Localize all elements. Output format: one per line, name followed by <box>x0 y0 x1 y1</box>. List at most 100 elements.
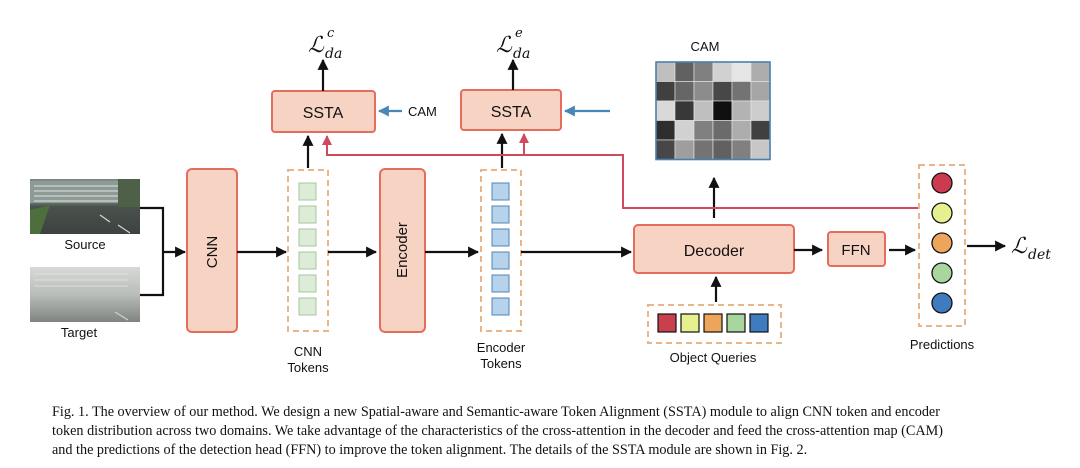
cnn-tokens-label-line2: Tokens <box>287 360 329 375</box>
cam-cell <box>693 120 714 141</box>
prediction <box>931 232 953 254</box>
cam-cell <box>731 120 752 141</box>
cnn-token <box>298 228 317 247</box>
encoder-token <box>491 274 510 293</box>
caption-line-2: token distribution across two domains. W… <box>52 423 943 439</box>
figure-caption: Fig. 1. The overview of our method. We d… <box>52 403 1052 460</box>
cam-cell <box>731 61 752 82</box>
enc-loss-sub: da <box>513 46 530 62</box>
ssta-encoder-module: SSTA <box>460 89 562 131</box>
cam-cell <box>731 139 752 160</box>
cam-cell <box>693 139 714 160</box>
cam-cell <box>674 120 695 141</box>
ffn-label: FFN <box>841 242 870 259</box>
cnn-token <box>298 297 317 316</box>
cam-cell <box>655 100 676 121</box>
cam-cell <box>655 61 676 82</box>
enc-loss-sup: e <box>515 26 523 41</box>
cnn-domain-loss: ℒ da c <box>308 26 342 62</box>
cam-cell <box>731 81 752 102</box>
encoder-tokens-label-line1: Encoder <box>477 340 526 355</box>
cam-cell <box>712 120 733 141</box>
cam-cell <box>655 81 676 102</box>
cam-cell <box>655 139 676 160</box>
cam-cell <box>674 61 695 82</box>
cam-cell <box>712 139 733 160</box>
caption-line-1: Fig. 1. The overview of our method. We d… <box>52 404 940 420</box>
cam-cell <box>750 61 771 82</box>
cam-cell <box>693 61 714 82</box>
cam-cell <box>655 120 676 141</box>
target-label: Target <box>61 325 98 340</box>
cnn-token <box>298 205 317 224</box>
detection-loss: ℒ det <box>1011 234 1051 263</box>
predictions-feedback-line <box>322 133 918 209</box>
cam-cell <box>712 100 733 121</box>
cam-cell <box>693 100 714 121</box>
cnn-tokens-label-line1: CNN <box>294 344 322 359</box>
prediction <box>931 172 953 194</box>
cam-side-label: CAM <box>408 104 437 119</box>
cam-cell <box>674 139 695 160</box>
cam-cell <box>674 100 695 121</box>
cam-cell <box>750 81 771 102</box>
cnn-token <box>298 274 317 293</box>
object-query <box>749 313 769 333</box>
predictions <box>918 164 966 327</box>
cam-cell <box>750 139 771 160</box>
cnn-token <box>298 251 317 270</box>
ssta-cnn-module: SSTA <box>271 90 376 133</box>
prediction <box>931 292 953 314</box>
encoder-tokens <box>480 169 522 332</box>
cnn-module: CNN <box>186 168 238 333</box>
cam-cell <box>750 120 771 141</box>
prediction <box>931 202 953 224</box>
cam-cell <box>731 100 752 121</box>
ssta-cnn-label: SSTA <box>303 105 344 122</box>
source-image <box>30 179 140 234</box>
encoder-token <box>491 205 510 224</box>
prediction <box>931 262 953 284</box>
method-overview-diagram: Source Target CNN CNN Tokens Encoder Enc… <box>30 26 1051 375</box>
cnn-loss-sub: da <box>325 46 342 62</box>
encoder-token <box>491 228 510 247</box>
cam-heatmap <box>655 61 771 161</box>
cnn-tokens <box>287 169 329 332</box>
caption-line-3: and the predictions of the detection hea… <box>52 442 808 458</box>
cnn-token <box>298 182 317 201</box>
cam-cell <box>750 100 771 121</box>
target-image <box>30 267 140 322</box>
enc-loss-base: ℒ <box>496 33 513 58</box>
det-loss-sub: det <box>1028 247 1051 263</box>
object-query <box>726 313 746 333</box>
object-query <box>657 313 677 333</box>
encoder-tokens-label-line2: Tokens <box>480 356 522 371</box>
encoder-label: Encoder <box>394 222 411 278</box>
encoder-token <box>491 297 510 316</box>
det-loss-base: ℒ <box>1011 234 1028 259</box>
cam-title: CAM <box>691 39 720 54</box>
cam-cell <box>693 81 714 102</box>
cnn-loss-base: ℒ <box>308 33 325 58</box>
source-label: Source <box>64 237 105 252</box>
cnn-loss-sup: c <box>327 26 335 41</box>
decoder-label: Decoder <box>684 243 745 260</box>
input-merge-connector <box>140 206 187 297</box>
encoder-module: Encoder <box>379 168 426 333</box>
decoder-module: Decoder <box>633 224 795 274</box>
cam-cell <box>712 61 733 82</box>
cam-cell <box>712 81 733 102</box>
object-query <box>703 313 723 333</box>
object-queries <box>647 304 782 344</box>
encoder-token <box>491 182 510 201</box>
ffn-module: FFN <box>827 231 886 267</box>
predictions-label: Predictions <box>910 337 975 352</box>
cnn-label: CNN <box>204 236 221 269</box>
cam-cell <box>674 81 695 102</box>
cam-border <box>655 61 771 161</box>
encoder-token <box>491 251 510 270</box>
object-query <box>680 313 700 333</box>
ssta-encoder-label: SSTA <box>491 104 532 121</box>
object-queries-label: Object Queries <box>670 350 757 365</box>
encoder-domain-loss: ℒ da e <box>496 26 530 62</box>
